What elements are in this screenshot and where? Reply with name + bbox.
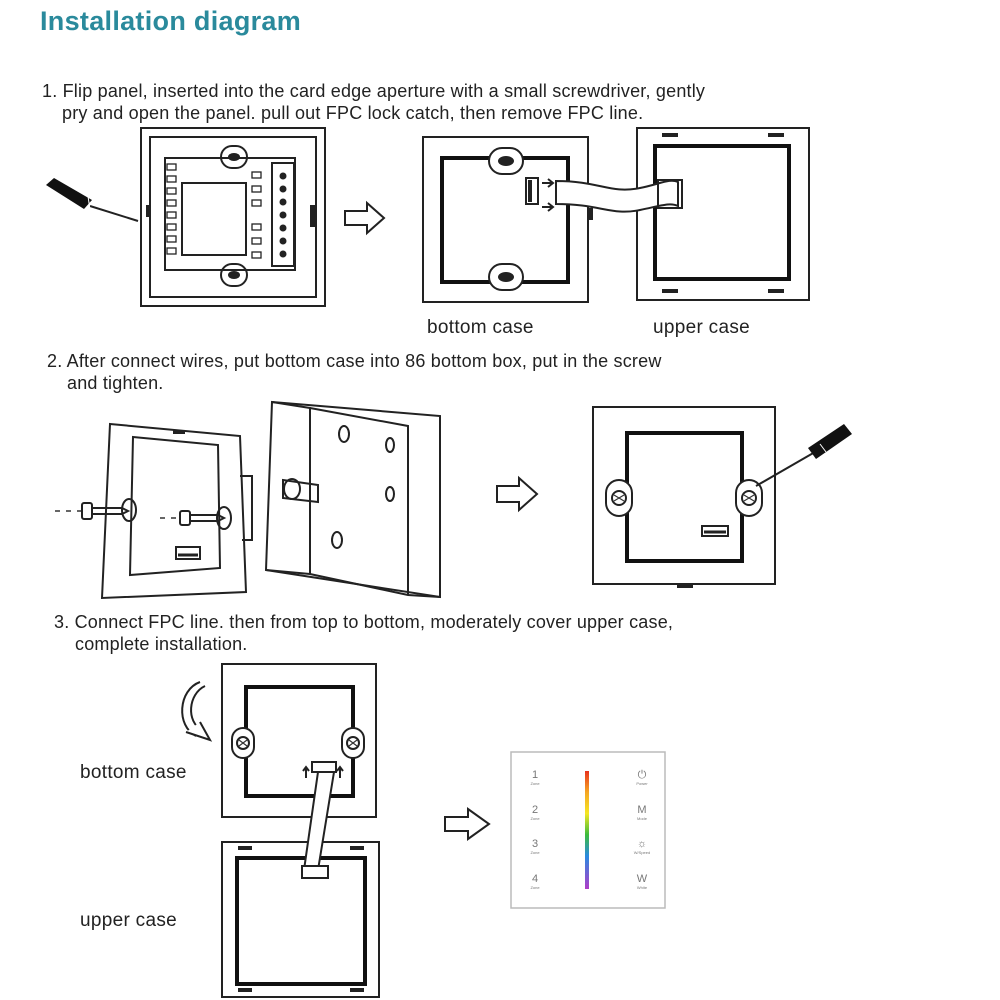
step-3-instruction: 3. Connect FPC line. then from top to bo… — [54, 611, 673, 655]
step-1-line-1: 1. Flip panel, inserted into the card ed… — [42, 81, 706, 101]
curved-arrow-icon — [181, 681, 213, 742]
step-1-back-panel — [140, 127, 326, 307]
arrow-right-icon — [496, 475, 539, 513]
arrow-right-icon — [344, 200, 386, 236]
brightness-icon: ☼ — [636, 838, 648, 850]
step-2-bottom-case — [55, 422, 253, 600]
step-2-instruction: 2. After connect wires, put bottom case … — [47, 350, 662, 394]
step-2-installed-bottom-case — [592, 406, 776, 588]
step-3-bottom-case — [221, 663, 377, 818]
step-3-bottom-case-label: bottom case — [80, 762, 187, 783]
step-3-upper-case — [221, 771, 380, 998]
step-3-upper-case-label: upper case — [80, 910, 178, 931]
page-title: Installation diagram — [40, 6, 302, 36]
step-2-wall-box — [264, 400, 441, 599]
step-1-line-2: pry and open the panel. pull out FPC loc… — [62, 103, 644, 123]
step-3-line-1: 3. Connect FPC line. then from top to bo… — [54, 612, 674, 632]
step-1-upper-case-label: upper case — [653, 317, 751, 338]
step-1-bottom-case-label: bottom case — [427, 317, 534, 338]
step-1-instruction: 1. Flip panel, inserted into the card ed… — [42, 80, 705, 124]
brightness-speed-key: ☼W/Speed — [628, 838, 656, 856]
screwdriver-icon — [46, 178, 139, 222]
power-key: ⏻Power — [628, 769, 656, 787]
arrow-right-icon — [444, 807, 491, 841]
finished-panel — [510, 751, 666, 909]
step-2-line-2: and tighten. — [67, 373, 164, 393]
step-2-line-1: 2. After connect wires, put bottom case … — [47, 351, 662, 371]
power-icon: ⏻ — [637, 769, 647, 781]
step-3-line-2: complete installation. — [75, 634, 248, 654]
step-1-bottom-case — [422, 136, 593, 303]
step-1-upper-case — [555, 127, 810, 301]
screwdriver-icon — [755, 424, 852, 487]
color-wheel-slider — [585, 771, 589, 889]
